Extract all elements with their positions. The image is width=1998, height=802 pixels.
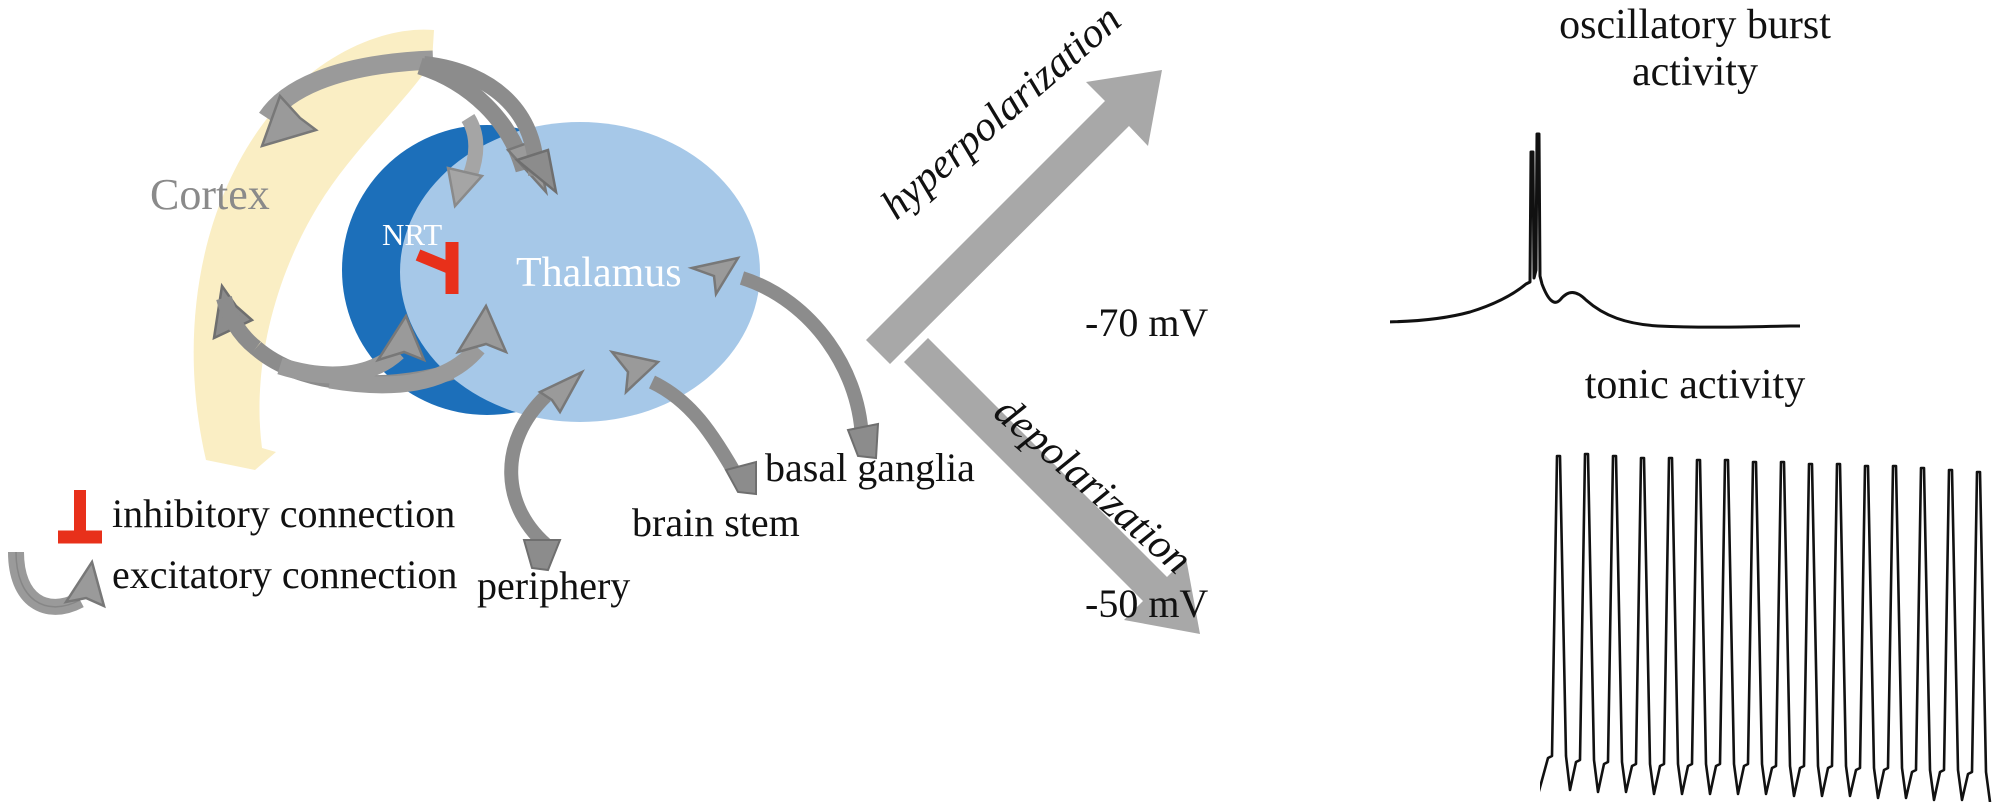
excitatory-arrow-brainstem [608, 350, 757, 496]
burst-trace-title: oscillatory burst activity [1505, 2, 1885, 96]
thalamus-label: Thalamus [516, 250, 682, 296]
excitatory-arrow-thalamus-to-cortex [259, 50, 434, 148]
burst-trace-title-line1: oscillatory burst [1559, 2, 1831, 48]
excitatory-arrow-basalganglia [687, 256, 880, 460]
depolarization-arrow [904, 338, 1200, 634]
tonic-trace-title: tonic activity [1584, 362, 1806, 408]
burst-voltage-label: -70 mV [1085, 300, 1209, 345]
legend-item-inhibitory-label: inhibitory connection [112, 491, 456, 536]
burst-trace [1390, 132, 1800, 329]
burst-trace-title-line2: activity [1632, 49, 1758, 96]
cortex-shape [193, 29, 434, 471]
input-label-brain-stem: brain stem [632, 500, 800, 545]
inhibitory-connection-nrt-thalamus [415, 242, 459, 294]
tonic-trace [1540, 452, 1992, 802]
excitatory-arrow-into-thalamus-left [328, 303, 509, 394]
tonic-voltage-label: -50 mV [1085, 581, 1209, 626]
input-label-periphery: periphery [477, 563, 631, 608]
excitatory-arrow-periphery [504, 369, 585, 572]
legend-item-excitatory-label: excitatory connection [112, 552, 458, 597]
thalamus-shape [400, 122, 760, 422]
hyperpolarization-arrow [866, 70, 1162, 364]
excitatory-arrow-cortex-to-thalamus [423, 56, 558, 196]
excitatory-arrow-icon [8, 551, 106, 615]
cortex-label: Cortex [150, 170, 270, 219]
nrt-label: NRT [382, 217, 443, 252]
inhibitory-tbar-icon [58, 490, 102, 544]
excitatory-arrow-into-nrt [277, 313, 427, 384]
input-label-basal-ganglia: basal ganglia [765, 445, 975, 490]
